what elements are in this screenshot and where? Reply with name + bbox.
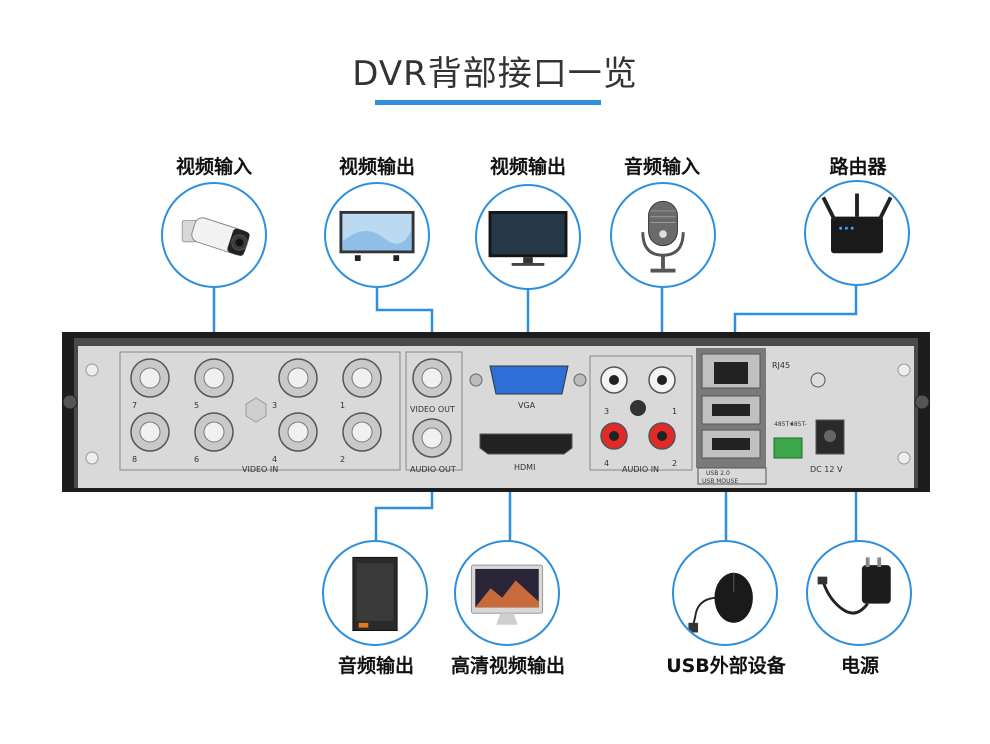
rs485-label: 485T- — [790, 421, 807, 428]
tv-icon — [475, 184, 581, 290]
bnc-number: 2 — [340, 455, 345, 464]
bnc-number: 7 — [132, 401, 137, 410]
audio-in-number: 2 — [672, 459, 677, 468]
audio-in-label: AUDIO IN — [622, 465, 659, 474]
router-icon — [804, 180, 910, 286]
label-hdmi-out: 高清视频输出 — [450, 655, 565, 677]
audio-in-number: 4 — [604, 459, 609, 468]
vga-label: VGA — [518, 401, 536, 410]
mouse-icon — [672, 540, 778, 646]
title-underline — [375, 100, 601, 105]
label-vga-out: 视频输出 — [489, 156, 566, 178]
audio-in-number: 1 — [672, 407, 677, 416]
bnc-number: 1 — [340, 401, 345, 410]
bnc-number: 4 — [272, 455, 277, 464]
imac-icon — [454, 540, 560, 646]
power-adapter-icon — [806, 540, 912, 646]
monitor-icon — [324, 182, 430, 288]
camera-icon — [161, 182, 267, 288]
hdmi-label: HDMI — [514, 463, 535, 472]
audio-out-label: AUDIO OUT — [410, 465, 456, 474]
audio-in-number: 3 — [604, 407, 609, 416]
bnc-number: 5 — [194, 401, 199, 410]
label-power: 电源 — [840, 655, 879, 677]
bnc-number: 8 — [132, 455, 137, 464]
speaker-icon — [322, 540, 428, 646]
label-audio-in: 音频输入 — [623, 156, 700, 178]
bnc-number: 3 — [272, 401, 277, 410]
label-video-out: 视频输出 — [338, 156, 415, 178]
label-audio-out: 音频输出 — [337, 655, 414, 677]
dvr-rear-panel: 7 5 3 1 8 6 4 2 VIDEO IN VIDEO OUT AUDIO… — [62, 332, 930, 492]
dc-label: DC 12 V — [810, 465, 843, 474]
video-out-label: VIDEO OUT — [410, 405, 455, 414]
label-router: 路由器 — [829, 156, 887, 178]
label-usb-devices: USB外部设备 — [666, 655, 786, 677]
video-in-label: VIDEO IN — [242, 465, 278, 474]
usb-label: USB 2.0 — [706, 470, 730, 477]
rs485-label: 485T+ — [774, 421, 794, 428]
usb-mouse-label: USB MOUSE — [702, 478, 738, 485]
page-title: DVR背部接口一览 — [352, 54, 638, 94]
bnc-number: 6 — [194, 455, 199, 464]
label-video-in: 视频输入 — [175, 156, 252, 178]
rj45-label: RJ45 — [772, 361, 790, 370]
microphone-icon — [610, 182, 716, 288]
